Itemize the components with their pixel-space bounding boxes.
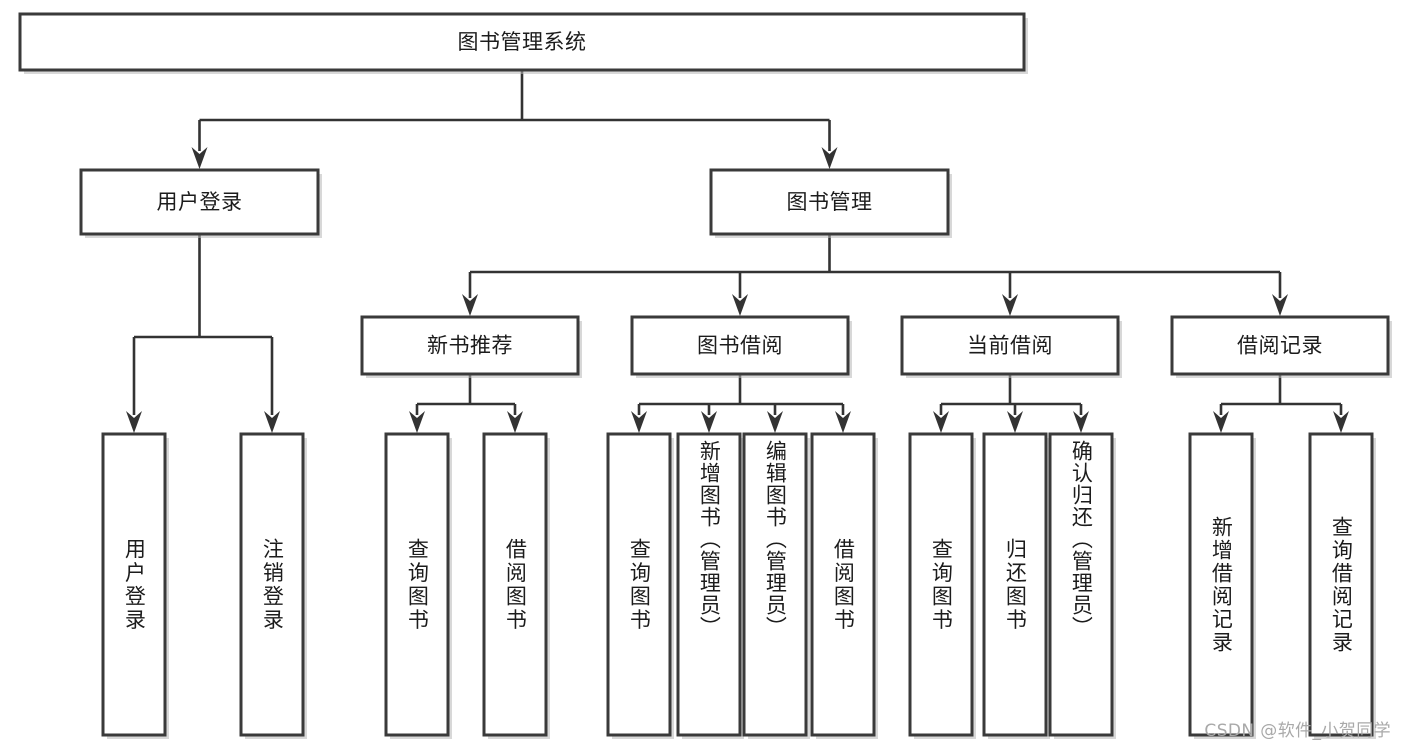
node-label-current-borrow: 当前借阅 — [967, 334, 1053, 358]
edge-arrowhead — [264, 411, 280, 433]
node-box-book-borrow[interactable] — [630, 315, 850, 376]
edge-arrowhead — [1213, 411, 1229, 433]
edge-arrowhead — [1073, 411, 1089, 433]
edge-arrowhead — [1272, 294, 1288, 316]
node-box-leaf-query-book-3[interactable] — [908, 432, 974, 737]
edge-arrowhead — [835, 411, 851, 433]
node-label-root: 图书管理系统 — [458, 30, 587, 54]
node-label-book-borrow: 图书借阅 — [697, 334, 783, 358]
node-box-current-borrow[interactable] — [900, 315, 1120, 376]
node-box-leaf-user-login[interactable] — [101, 432, 167, 737]
node-box-new-book-rec[interactable] — [360, 315, 580, 376]
node-box-leaf-logout[interactable] — [239, 432, 305, 737]
edge-arrowhead — [191, 147, 208, 169]
node-box-leaf-add-book[interactable] — [676, 432, 742, 737]
edge-arrowhead — [701, 411, 717, 433]
node-label-user-login: 用户登录 — [157, 190, 243, 214]
edges-layer — [126, 70, 1349, 433]
nodes-layer — [18, 12, 1392, 739]
node-box-leaf-borrow-book-1[interactable] — [482, 432, 548, 737]
node-box-leaf-query-record[interactable] — [1308, 432, 1374, 737]
node-label-borrow-record: 借阅记录 — [1237, 334, 1323, 358]
edge-arrowhead — [821, 147, 838, 169]
node-box-leaf-query-book-1[interactable] — [384, 432, 450, 737]
edge-arrowhead — [1333, 411, 1349, 433]
node-label-book-manage: 图书管理 — [787, 190, 873, 214]
node-box-leaf-borrow-book-2[interactable] — [810, 432, 876, 737]
node-box-borrow-record[interactable] — [1170, 315, 1390, 376]
edge-arrowhead — [462, 294, 478, 316]
node-box-root[interactable] — [18, 12, 1026, 72]
edge-arrowhead — [732, 294, 748, 316]
node-box-user-login[interactable] — [79, 168, 320, 236]
edge-arrowhead — [1007, 411, 1023, 433]
edge-arrowhead — [1002, 294, 1018, 316]
node-box-leaf-query-book-2[interactable] — [606, 432, 672, 737]
edge-arrowhead — [631, 411, 647, 433]
edge-arrowhead — [767, 411, 783, 433]
edge-arrowhead — [126, 411, 142, 433]
edge-arrowhead — [507, 411, 523, 433]
node-box-leaf-return-book[interactable] — [982, 432, 1048, 737]
node-label-new-book-rec: 新书推荐 — [427, 334, 513, 358]
node-box-book-manage[interactable] — [709, 168, 950, 236]
edge-arrowhead — [933, 411, 949, 433]
edge-arrowhead — [409, 411, 425, 433]
node-box-leaf-edit-book[interactable] — [742, 432, 808, 737]
node-box-leaf-confirm-return[interactable] — [1048, 432, 1114, 737]
node-box-leaf-add-record[interactable] — [1188, 432, 1254, 737]
